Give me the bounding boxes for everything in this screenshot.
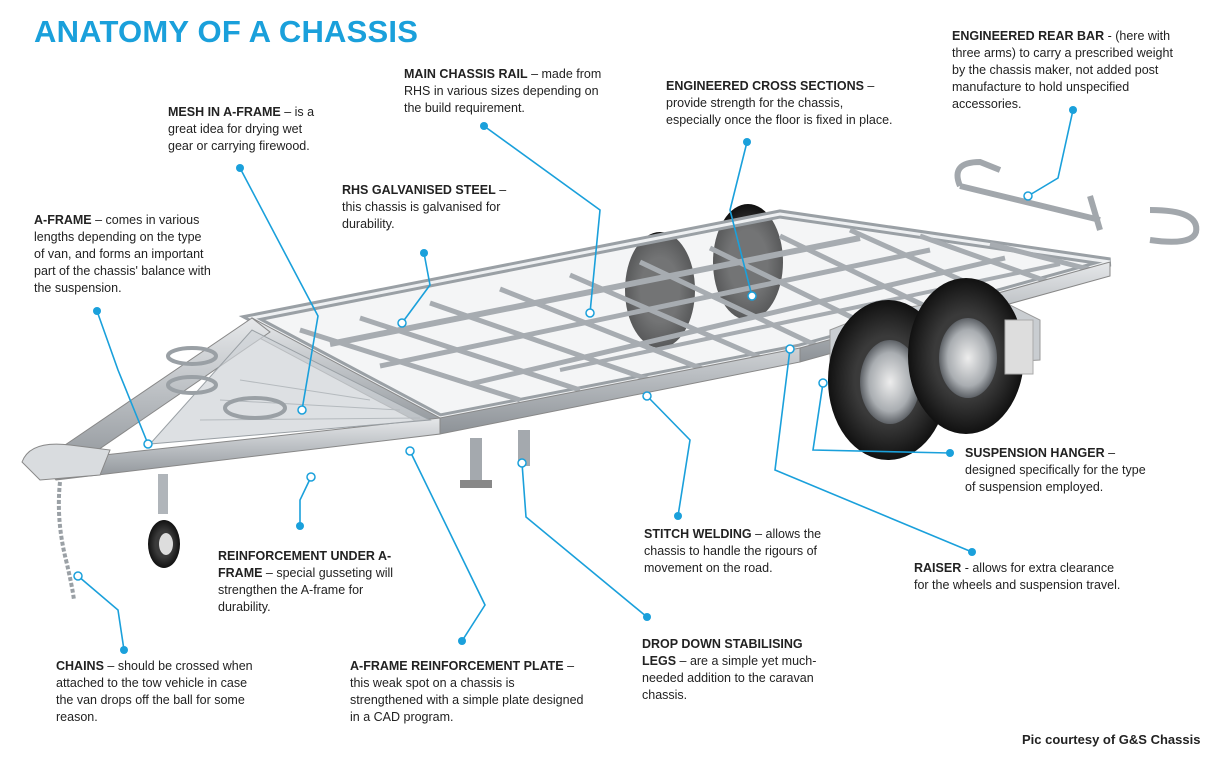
callout-reinforcement-under-a-frame: REINFORCEMENT UNDER A-FRAME – special gu… [218, 549, 394, 614]
callout-a-frame: A-FRAME – comes in various lengths depen… [34, 213, 211, 295]
callout-main-chassis-rail: MAIN CHASSIS RAIL – made from RHS in var… [404, 67, 602, 115]
photo-credit: Pic courtesy of G&S Chassis [1022, 732, 1201, 747]
callout-reinforcement-plate: A-FRAME REINFORCEMENT PLATE – this weak … [350, 659, 584, 724]
leader-dots [73, 106, 1077, 654]
callout-chains: CHAINS – should be crossed when attached… [56, 659, 253, 724]
callout-cross-sections: ENGINEERED CROSS SECTIONS – provide stre… [666, 79, 893, 127]
stabiliser-legs [460, 430, 530, 488]
rear-bar [954, 158, 1200, 245]
leader-lines [77, 109, 1074, 651]
callout-suspension-hanger: SUSPENSION HANGER – designed specificall… [965, 446, 1146, 494]
near-wheels [828, 278, 1041, 460]
callout-mesh: MESH IN A-FRAME – is a great idea for dr… [168, 105, 315, 153]
callout-rear-bar: ENGINEERED REAR BAR - (here with three a… [952, 29, 1173, 111]
callout-stitch-welding: STITCH WELDING – allows the chassis to h… [644, 527, 822, 575]
callout-drop-down-legs: DROP DOWN STABILISING LEGS – are a simpl… [642, 637, 817, 702]
callout-galvanised-steel: RHS GALVANISED STEEL – this chassis is g… [342, 183, 507, 231]
page-title: ANATOMY OF A CHASSIS [34, 14, 419, 49]
callout-raiser: RAISER - allows for extra clearance for … [914, 561, 1121, 592]
a-frame [21, 317, 441, 601]
